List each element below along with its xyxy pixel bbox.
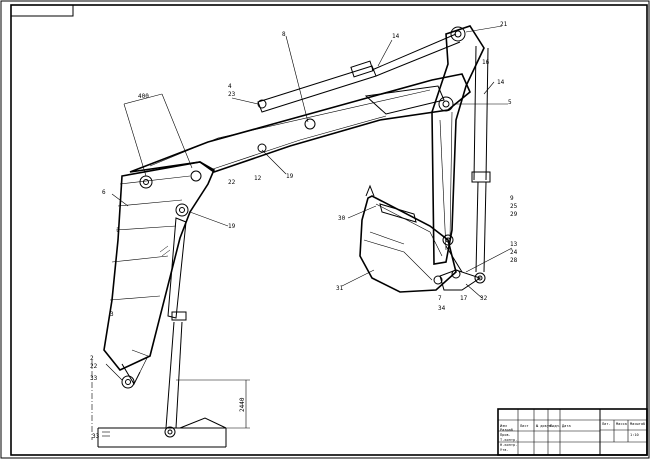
callout-label: 19 — [228, 223, 236, 230]
callout-label: 33 — [90, 375, 98, 382]
callout-label: 34 — [438, 305, 446, 312]
title-block: Изм Разраб. Пров. Т.контр. Н.контр. Утв.… — [497, 408, 648, 456]
callout-label: 3 — [110, 311, 114, 318]
boom — [103, 161, 216, 389]
callout-label: 31 — [336, 285, 344, 292]
tb-col-header: Лит. — [602, 422, 611, 426]
callout-label: 32 — [480, 295, 488, 302]
callout-label: 19 — [286, 173, 294, 180]
callout-label: 6 — [102, 189, 106, 196]
callout-label: 9 — [510, 195, 514, 202]
top-left-stamp-box — [10, 4, 74, 17]
dim-boom-upper: 400 — [138, 93, 149, 100]
tb-row: Разраб. — [500, 427, 515, 432]
bucket — [359, 184, 457, 293]
callout-label: 28 — [510, 257, 518, 264]
tb-row: Изм — [500, 424, 507, 428]
tb-row: Н.контр. — [500, 443, 517, 447]
tb-row: Т.контр. — [500, 438, 517, 442]
callout-label: 13 — [510, 241, 518, 248]
inner-frame — [10, 4, 648, 456]
stick-cylinder — [257, 26, 466, 113]
callout-label: 23 — [228, 91, 236, 98]
tb-col-header: Масса — [616, 422, 627, 426]
tb-row: Дата — [562, 424, 571, 428]
callout-label: 7 — [438, 295, 442, 302]
bucket-linkage — [433, 245, 482, 291]
callout-label: 5 — [508, 99, 512, 106]
tb-row: Лист — [520, 424, 529, 428]
callout-label: 14 — [497, 79, 505, 86]
callout-label: 29 — [510, 211, 518, 218]
callout-label: 4 — [228, 83, 232, 90]
callout-label: 33 — [92, 433, 100, 440]
callout-label: 12 — [254, 175, 262, 182]
dimensions: 400 2440 — [91, 93, 250, 440]
callout-label: 30 — [338, 215, 346, 222]
callouts: 14 8 21 14 16 5 30 31 19 19 4 23 22 12 6… — [90, 21, 518, 440]
ground-base — [97, 417, 227, 448]
boom-cylinder — [164, 203, 189, 438]
tb-scale: 1:10 — [630, 433, 639, 437]
callout-label: 21 — [500, 21, 508, 28]
bucket-cylinder — [471, 45, 491, 284]
callout-label: 25 — [510, 203, 518, 210]
callout-label: 17 — [460, 295, 468, 302]
stick — [129, 73, 471, 173]
callout-label: 22 — [90, 363, 98, 370]
tb-col-header: Масштаб — [630, 421, 645, 426]
callout-label: 24 — [510, 249, 518, 256]
callout-label: 1 — [116, 227, 120, 234]
callout-label: 22 — [228, 179, 236, 186]
tb-row: Подп. — [550, 424, 561, 428]
callout-label: 14 — [392, 33, 400, 40]
callout-label: 2 — [90, 355, 94, 362]
callout-label: 8 — [282, 31, 286, 38]
tb-row: № докум. — [536, 424, 553, 428]
callout-label: 16 — [482, 59, 490, 66]
forearm — [431, 25, 485, 265]
tb-row: Утв. — [500, 448, 509, 452]
leader-lines — [105, 25, 513, 381]
dim-height: 2440 — [239, 397, 246, 412]
tb-row: Пров. — [500, 433, 511, 437]
